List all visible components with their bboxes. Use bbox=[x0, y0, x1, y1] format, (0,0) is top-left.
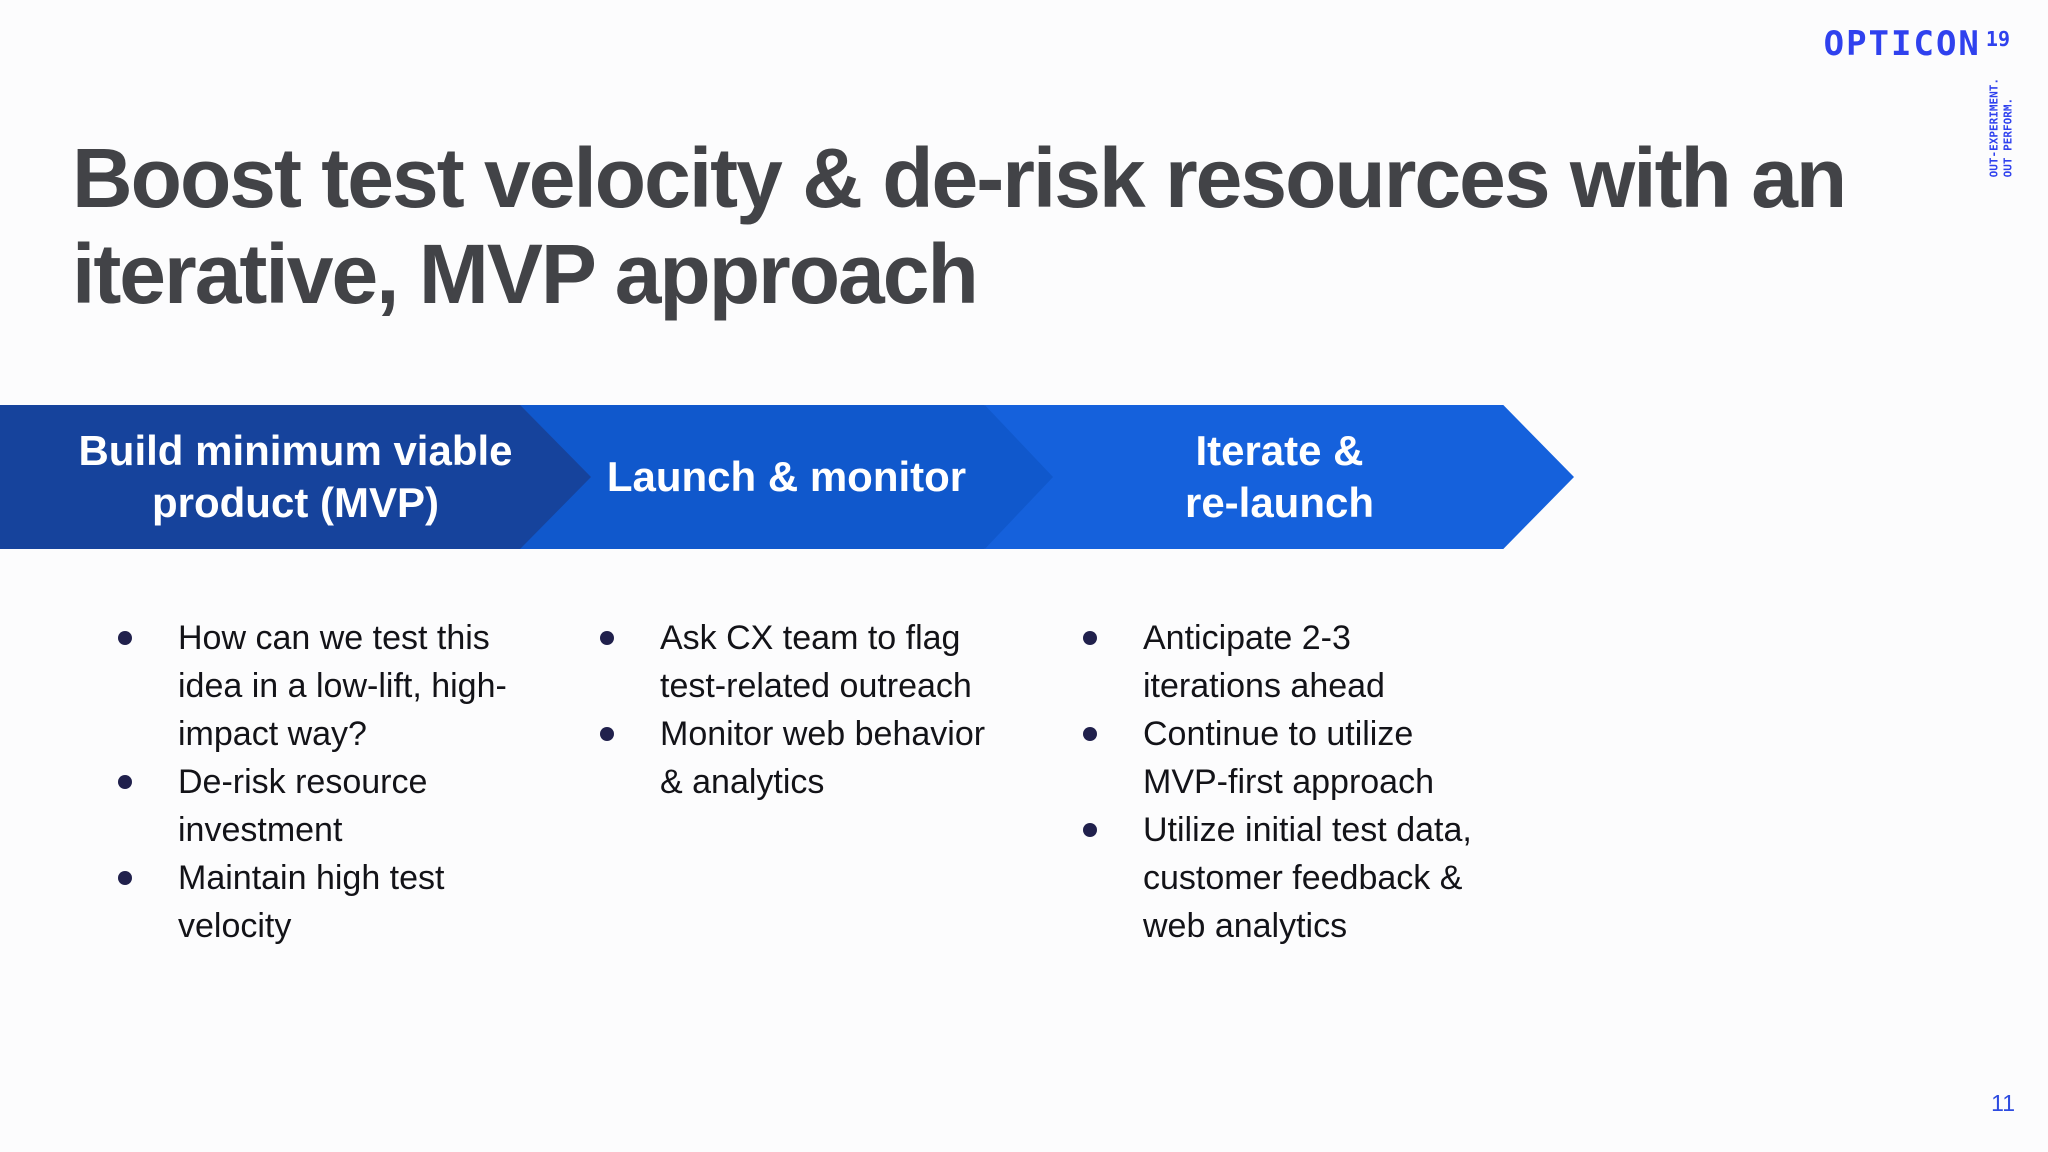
list-item: Continue to utilize MVP-first approach bbox=[1067, 710, 1485, 806]
title-line-2: iterative, MVP approach bbox=[72, 227, 979, 321]
step3-label-line1: Iterate & bbox=[1195, 427, 1364, 474]
bullet-text: Continue to utilize MVP-first approach bbox=[1143, 715, 1434, 801]
bullet-list-launch-monitor: Ask CX team to flag test-related outreac… bbox=[584, 614, 999, 806]
process-step-build-mvp: Build minimum viable product (MVP) bbox=[0, 405, 591, 549]
process-step-launch-monitor: Launch & monitor bbox=[520, 405, 1053, 549]
process-band: Build minimum viable product (MVP) Launc… bbox=[0, 405, 2048, 549]
bullet-list-iterate-relaunch: Anticipate 2-3 iterations ahead Continue… bbox=[1067, 614, 1485, 950]
step1-label-line1: Build minimum viable bbox=[78, 427, 513, 474]
bullet-dot-icon bbox=[600, 727, 614, 741]
list-item: Ask CX team to flag test-related outreac… bbox=[584, 614, 999, 710]
bullet-dot-icon bbox=[118, 775, 132, 789]
bullet-text: Maintain high test velocity bbox=[178, 859, 445, 945]
list-item: De-risk resource investment bbox=[102, 758, 522, 854]
title-line-1: Boost test velocity & de-risk resources … bbox=[72, 131, 1847, 225]
bullet-text: Ask CX team to flag test-related outreac… bbox=[660, 619, 972, 705]
step3-label-line2: re-launch bbox=[1184, 479, 1375, 526]
bullet-text: Monitor web behavior & analytics bbox=[660, 715, 986, 801]
list-item: Anticipate 2-3 iterations ahead bbox=[1067, 614, 1485, 710]
bullet-text: How can we test this idea in a low-lift,… bbox=[178, 619, 507, 753]
bullet-dot-icon bbox=[118, 871, 132, 885]
bullet-dot-icon bbox=[1083, 823, 1097, 837]
bullet-dot-icon bbox=[118, 631, 132, 645]
bullet-text: Anticipate 2-3 iterations ahead bbox=[1143, 619, 1385, 705]
page-number: 11 bbox=[1991, 1090, 2015, 1116]
logo-year-superscript: 19 bbox=[1985, 27, 2010, 51]
bullet-dot-icon bbox=[1083, 631, 1097, 645]
list-item: How can we test this idea in a low-lift,… bbox=[102, 614, 522, 758]
tagline-line-2: OUT PERFORM. bbox=[2001, 97, 2014, 178]
bullet-dot-icon bbox=[600, 631, 614, 645]
bullet-dot-icon bbox=[1083, 727, 1097, 741]
list-item: Monitor web behavior & analytics bbox=[584, 710, 999, 806]
logo-tagline: OUT-EXPERIMENT. OUT PERFORM. bbox=[1987, 78, 2015, 177]
page-title: Boost test velocity & de-risk resources … bbox=[72, 130, 1847, 322]
tagline-line-1: OUT-EXPERIMENT. bbox=[1987, 78, 2000, 178]
bullet-text: De-risk resource investment bbox=[178, 763, 428, 849]
process-step-iterate-relaunch: Iterate & re-launch bbox=[985, 405, 1574, 549]
list-item: Utilize initial test data, customer feed… bbox=[1067, 806, 1485, 950]
bullet-text: Utilize initial test data, customer feed… bbox=[1143, 811, 1472, 945]
bullet-list-build-mvp: How can we test this idea in a low-lift,… bbox=[102, 614, 522, 950]
step2-label-line1: Launch & monitor bbox=[606, 453, 967, 500]
logo-brand-text: OPTICON bbox=[1823, 24, 1981, 64]
step1-label-line2: product (MVP) bbox=[152, 479, 439, 526]
list-item: Maintain high test velocity bbox=[102, 854, 522, 950]
